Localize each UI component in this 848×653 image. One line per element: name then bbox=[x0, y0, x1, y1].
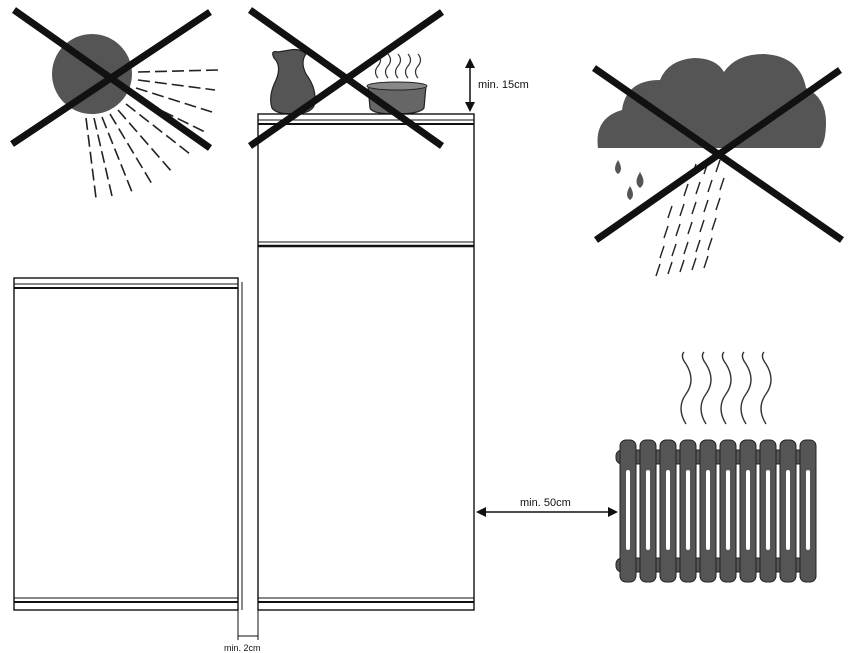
top-clearance-label: min. 15cm bbox=[478, 79, 529, 91]
sun-rays bbox=[85, 69, 219, 199]
side-clearance-label: min. 2cm bbox=[224, 643, 261, 653]
rain-streaks bbox=[655, 159, 725, 277]
side-clearance-dimension bbox=[237, 610, 259, 640]
refrigerator bbox=[257, 113, 475, 611]
sun-group bbox=[10, 7, 219, 199]
steaming-pot-icon bbox=[366, 53, 428, 115]
rain-drops bbox=[615, 160, 644, 200]
adjacent-cabinet bbox=[13, 277, 243, 611]
heater-clearance-dimension: min. 50cm bbox=[476, 497, 618, 517]
rain-cloud-group bbox=[592, 54, 844, 277]
objects-on-top-group bbox=[247, 7, 445, 149]
heat-waves bbox=[680, 351, 772, 425]
heater-clearance-label: min. 50cm bbox=[520, 497, 571, 509]
top-clearance-dimension: min. 15cm bbox=[465, 58, 529, 112]
prohibited-x-icon bbox=[592, 65, 844, 243]
radiator-icon bbox=[615, 351, 817, 583]
prohibited-x-icon bbox=[10, 7, 213, 151]
rain-cloud-icon bbox=[597, 54, 826, 148]
